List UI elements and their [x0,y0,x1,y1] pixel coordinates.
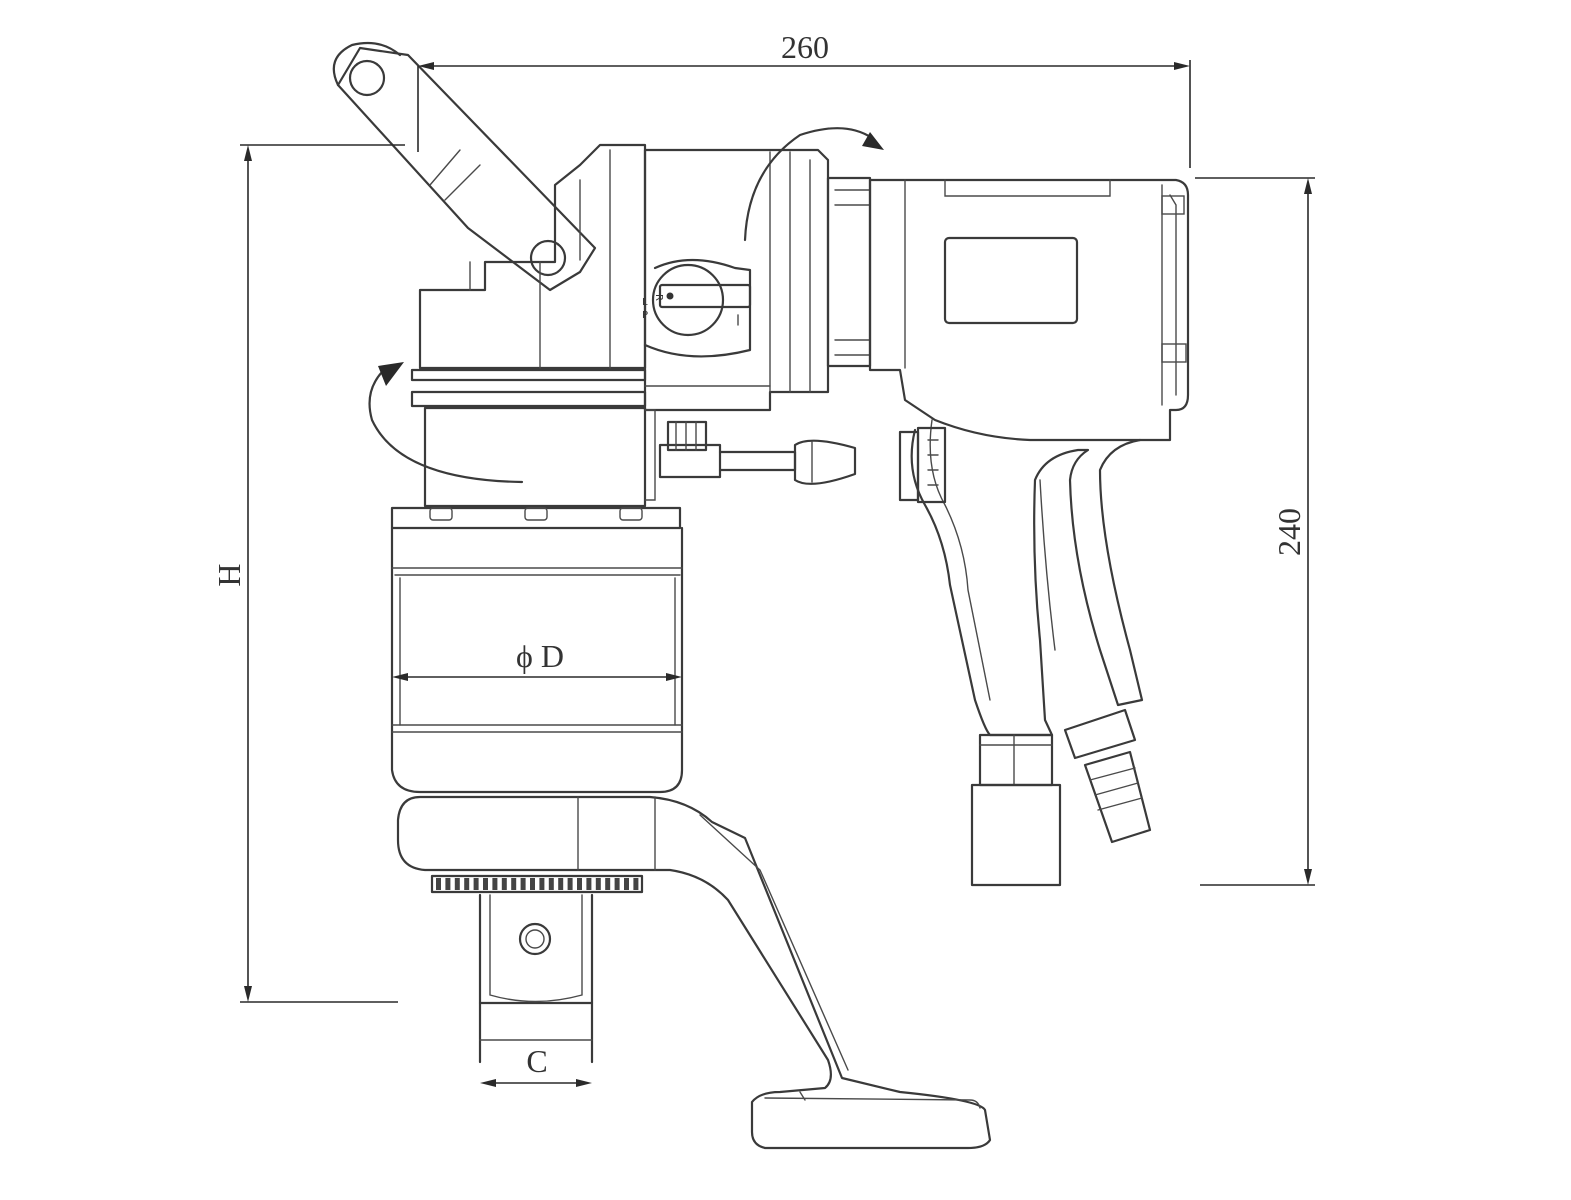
spline-tooth [558,878,564,890]
spline-tooth [530,878,535,890]
upper-head-housing [410,143,647,408]
svg-text:R: R [653,294,664,301]
dimension-height: 240 [1195,177,1315,886]
dimension-square-drive: C [480,1043,592,1087]
spline-tooth [633,878,639,890]
arrow-head-icon [862,132,884,150]
dimension-width-label: 260 [781,29,829,65]
spline-tooth [567,878,573,890]
motor-coupling [826,176,872,368]
spline-tooth [483,878,488,890]
spline-tooth [511,878,517,890]
dimension-overall-height: H [211,144,405,1003]
square-drive [478,893,594,1064]
pistol-grip [898,419,1144,737]
cylinder-body [390,526,684,794]
spline-tooth [445,878,451,890]
reverse-lever [658,283,752,309]
spline-tooth [436,878,441,890]
dimension-height-label: 240 [1271,508,1307,556]
spline-tooth [492,878,498,890]
svg-text:L: L [642,297,648,308]
dimension-square-drive-label: C [526,1043,547,1079]
dimension-diameter-label: ϕ D [516,638,564,674]
spline-tooth [520,878,526,890]
gearbox-block: R L P [642,148,830,412]
spline-tooth [605,878,611,890]
reaction-arm [396,795,992,1150]
air-inlet-fitting [970,733,1062,887]
spline-tooth [454,878,460,890]
spline-tooth [548,878,554,890]
spline-ring [430,874,644,894]
dimension-diameter: ϕ D [392,638,682,681]
gear-stage [390,406,682,530]
spline-tooth [595,878,601,890]
spline-tooth [614,878,620,890]
rotation-arrow-upper [743,127,884,242]
lock-pin [658,420,857,485]
rotation-arrow-lower [368,362,524,484]
svg-text:P: P [642,310,648,321]
motor-label-plate [943,236,1079,325]
spline-tooth [624,878,629,890]
dimension-width: 260 [417,29,1191,168]
trigger [898,430,920,502]
handle-bar [332,41,597,292]
spline-tooth [473,878,479,890]
spline-tooth [586,878,592,890]
air-exhaust-fitting [1063,708,1152,844]
dimension-overall-height-label: H [211,563,247,586]
arrow-head-icon [378,362,404,386]
spline-tooth [577,878,582,890]
spline-tooth [539,878,545,890]
spline-tooth [464,878,470,890]
motor-body [868,178,1190,442]
spline-tooth [501,878,507,890]
